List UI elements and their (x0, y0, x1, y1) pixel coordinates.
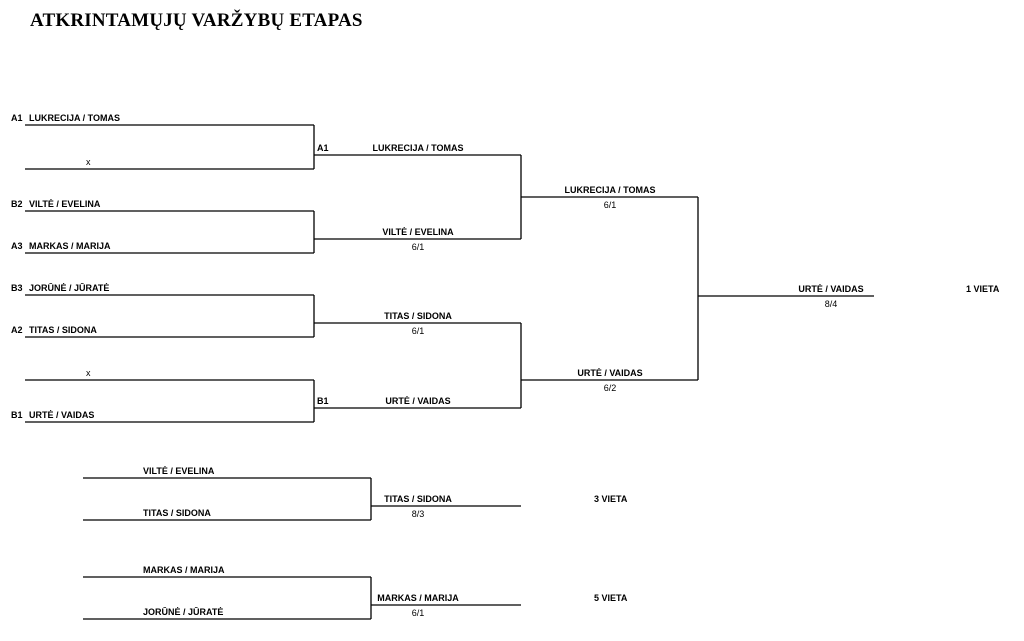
qf-winner: TITAS / SIDONA (384, 311, 452, 321)
player-pair: JORŪNĖ / JŪRATĖ (29, 283, 110, 293)
player-pair: MARKAS / MARIJA (29, 241, 111, 251)
player-pair: LUKRECIJA / TOMAS (29, 113, 121, 123)
seed-label: A2 (11, 325, 23, 335)
player-pair: VILTĖ / EVELINA (29, 199, 101, 209)
seed-label: A1 (317, 143, 329, 153)
place-label: 5 VIETA (594, 593, 628, 603)
place-label: 3 VIETA (594, 494, 628, 504)
player-pair: TITAS / SIDONA (143, 508, 211, 518)
score: 6/2 (603, 383, 617, 393)
bye-marker: x (86, 368, 91, 378)
seed-label: B3 (11, 283, 23, 293)
sf-winner: URTĖ / VAIDAS (577, 368, 643, 378)
seed-label: A1 (11, 113, 23, 123)
qf-winner: VILTĖ / EVELINA (382, 227, 454, 237)
player-pair: TITAS / SIDONA (29, 325, 97, 335)
score: 6/1 (411, 326, 425, 336)
seed-label: A3 (11, 241, 23, 251)
score: 6/1 (603, 200, 617, 210)
bye-marker: x (86, 157, 91, 167)
place-label: 1 VIETA (966, 284, 1000, 294)
score: 8/3 (411, 509, 425, 519)
qf-winner: LUKRECIJA / TOMAS (372, 143, 464, 153)
champion: URTĖ / VAIDAS (798, 284, 864, 294)
score: 6/1 (411, 242, 425, 252)
score: 6/1 (411, 608, 425, 618)
third-winner: TITAS / SIDONA (384, 494, 452, 504)
player-pair: URTĖ / VAIDAS (29, 410, 95, 420)
player-pair: JORŪNĖ / JŪRATĖ (143, 607, 224, 617)
seed-label: B1 (11, 410, 23, 420)
seed-label: B2 (11, 199, 23, 209)
page-title: ATKRINTAMŲJŲ VARŽYBŲ ETAPAS (30, 10, 363, 31)
sf-winner: LUKRECIJA / TOMAS (564, 185, 656, 195)
seed-label: B1 (317, 396, 329, 406)
fifth-winner: MARKAS / MARIJA (377, 593, 459, 603)
player-pair: MARKAS / MARIJA (143, 565, 225, 575)
qf-winner: URTĖ / VAIDAS (385, 396, 451, 406)
score: 8/4 (824, 299, 838, 309)
player-pair: VILTĖ / EVELINA (143, 466, 215, 476)
